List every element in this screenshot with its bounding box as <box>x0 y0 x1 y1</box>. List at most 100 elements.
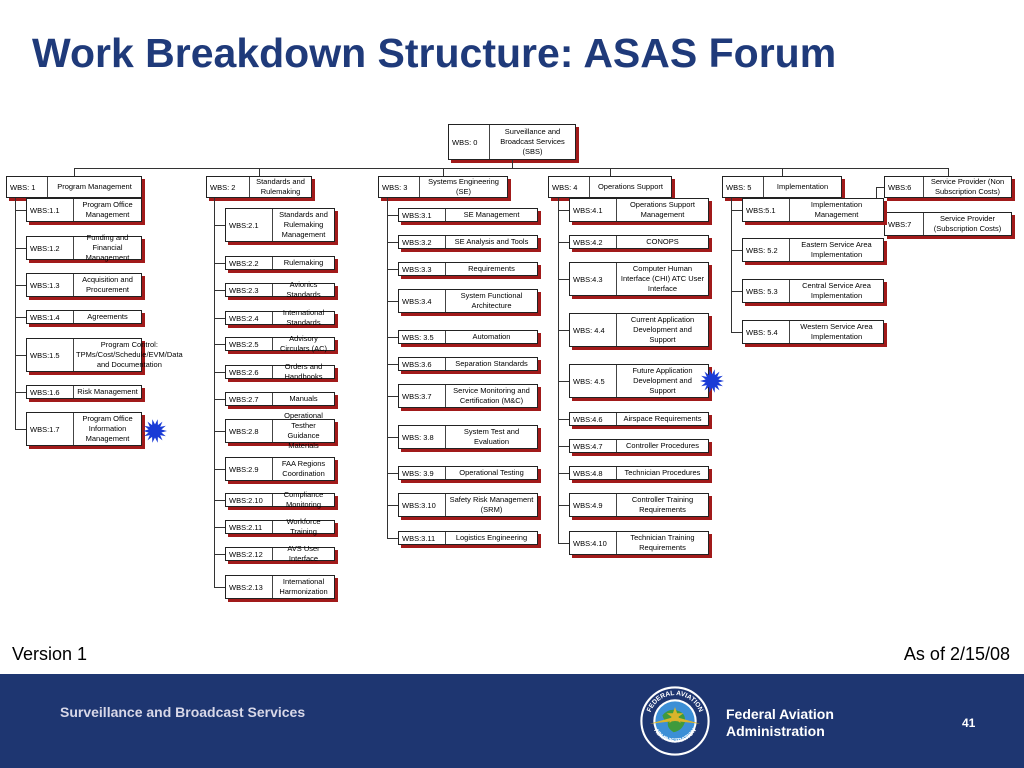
connector-line <box>214 198 215 587</box>
connector-line <box>387 198 388 538</box>
connector-line <box>15 198 16 429</box>
wbs-label: Implementation Management <box>810 200 863 219</box>
wbs-code: WBS: 5.2 <box>743 239 790 261</box>
connector-line <box>558 505 569 506</box>
wbs-code: WBS:1.5 <box>27 339 74 371</box>
wbs-code: WBS:3.10 <box>399 494 446 516</box>
wbs-label: AVS User Interface <box>287 544 320 563</box>
wbs-code: WBS: 3 <box>379 177 420 197</box>
wbs-code: WBS:7 <box>885 213 924 235</box>
connector-line <box>558 543 569 544</box>
connector-line <box>387 215 398 216</box>
wbs-label: Systems Engineering (SE) <box>428 177 499 196</box>
wbs-level2-node: WBS:5.1 Implementation Management <box>742 198 884 222</box>
wbs-code: WBS:4.3 <box>570 263 617 295</box>
wbs-code: WBS:2.2 <box>226 257 273 269</box>
wbs-code: WBS:5.1 <box>743 199 790 221</box>
connector-line <box>387 269 398 270</box>
wbs-label: International Harmonization <box>279 577 328 596</box>
wbs-code: WBS:2.1 <box>226 209 273 241</box>
wbs-code: WBS:3.4 <box>399 290 446 312</box>
connector-line <box>214 527 225 528</box>
wbs-label: Acquisition and Procurement <box>82 275 133 294</box>
wbs-code: WBS: 1 <box>7 177 48 197</box>
program-name: Surveillance and Broadcast Services <box>60 704 306 720</box>
wbs-code: WBS: 5.4 <box>743 321 790 343</box>
wbs-label: System Test and Evaluation <box>463 427 520 446</box>
wbs-code: WBS:2.7 <box>226 393 273 405</box>
wbs-code: WBS:1.2 <box>27 237 74 259</box>
wbs-label: Workforce Training <box>286 517 321 536</box>
connector-line <box>558 279 569 280</box>
wbs-label: Operations Support Management <box>629 200 696 219</box>
footer-bar: Surveillance and Broadcast Services FEDE… <box>0 674 1024 768</box>
wbs-label: Current Application Development and Supp… <box>630 315 695 344</box>
connector-line <box>214 263 225 264</box>
connector-line <box>15 285 26 286</box>
connector-line <box>214 225 225 226</box>
connector-line <box>387 505 398 506</box>
agency-name: Federal Aviation Administration <box>726 706 834 740</box>
wbs-label: Program Management <box>57 182 132 191</box>
wbs-code: WBS:1.4 <box>27 311 74 323</box>
page-number: 41 <box>962 716 976 730</box>
connector-line <box>214 469 225 470</box>
connector-line <box>876 224 884 225</box>
faa-seal-icon: FEDERAL AVIATION ADMINISTRATION <box>640 686 710 756</box>
wbs-label: Program Office Information Management <box>82 414 133 443</box>
connector-line <box>74 168 75 176</box>
connector-line <box>387 337 398 338</box>
wbs-label: Avionics Standards <box>286 280 321 299</box>
connector-line <box>731 210 742 211</box>
wbs-level1-node: WBS: 3 Systems Engineering (SE) <box>378 176 508 198</box>
wbs-code: WBS: 3.9 <box>399 467 446 479</box>
wbs-code: WBS:1.7 <box>27 413 74 445</box>
wbs-code: WBS:2.10 <box>226 494 273 506</box>
wbs-level2-node: WBS:1.3 Acquisition and Procurement <box>26 273 142 297</box>
wbs-label: Controller Training Requirements <box>631 495 694 514</box>
connector-line <box>558 446 569 447</box>
wbs-label: Eastern Service Area Implementation <box>801 240 872 259</box>
version-label: Version 1 <box>12 644 88 664</box>
slide-title: Work Breakdown Structure: ASAS Forum <box>32 30 837 76</box>
connector-line <box>558 473 569 474</box>
wbs-label: Risk Management <box>77 387 138 396</box>
wbs-label: Technician Procedures <box>624 468 701 477</box>
wbs-code: WBS:1.3 <box>27 274 74 296</box>
wbs-label: System Functional Architecture <box>460 291 523 310</box>
connector-line <box>74 168 948 169</box>
wbs-label: Airspace Requirements <box>623 414 702 423</box>
wbs-code: WBS:4.7 <box>570 440 617 452</box>
wbs-code: WBS: 4.5 <box>570 365 617 397</box>
connector-line <box>214 399 225 400</box>
connector-line <box>387 242 398 243</box>
connector-line <box>512 160 513 168</box>
wbs-code: WBS:3.1 <box>399 209 446 221</box>
connector-line <box>558 198 559 543</box>
connector-line <box>15 355 26 356</box>
wbs-code: WBS:4.2 <box>570 236 617 248</box>
wbs-code: WBS:3.2 <box>399 236 446 248</box>
connector-line <box>214 500 225 501</box>
wbs-code: WBS:4.9 <box>570 494 617 516</box>
